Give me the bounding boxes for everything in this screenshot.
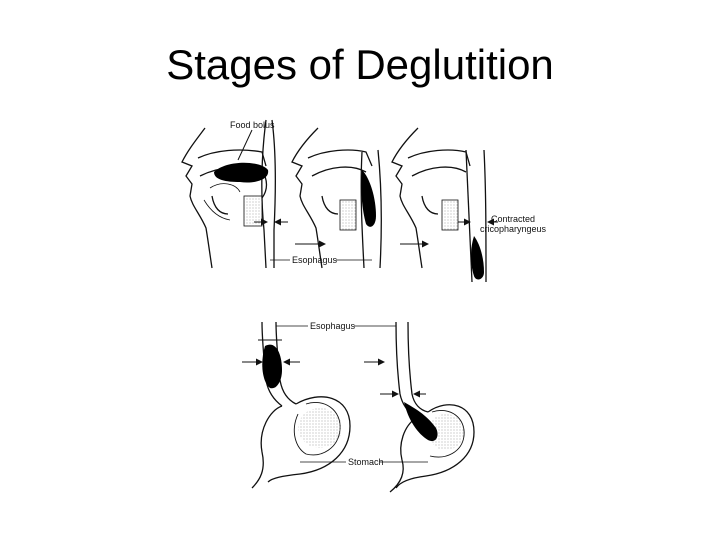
label-esophagus-bottom: Esophagus <box>310 321 356 331</box>
stage-5-markers <box>364 358 426 398</box>
food-bolus-stage-3 <box>471 236 484 280</box>
food-bolus-stage-5 <box>404 402 438 442</box>
stage-3-markers <box>400 218 498 248</box>
label-stomach: Stomach <box>348 457 384 467</box>
stage-3-esophageal-entry <box>391 127 487 283</box>
label-food-bolus: Food bolus <box>230 120 275 130</box>
stage-1-oral <box>181 119 276 269</box>
stage-4-markers <box>242 339 300 366</box>
food-bolus-stage-1 <box>214 162 269 183</box>
food-bolus-stage-2 <box>361 170 376 227</box>
food-bolus-stage-4 <box>262 344 282 389</box>
label-cricopharyngeus: cricopharyngeus <box>480 224 547 234</box>
stage-1-markers <box>237 129 288 226</box>
label-contracted: Contracted <box>491 214 535 224</box>
label-esophagus-top: Esophagus <box>292 255 338 265</box>
stage-5-gastric-entry <box>389 321 475 493</box>
slide-title: Stages of Deglutition <box>166 41 554 88</box>
